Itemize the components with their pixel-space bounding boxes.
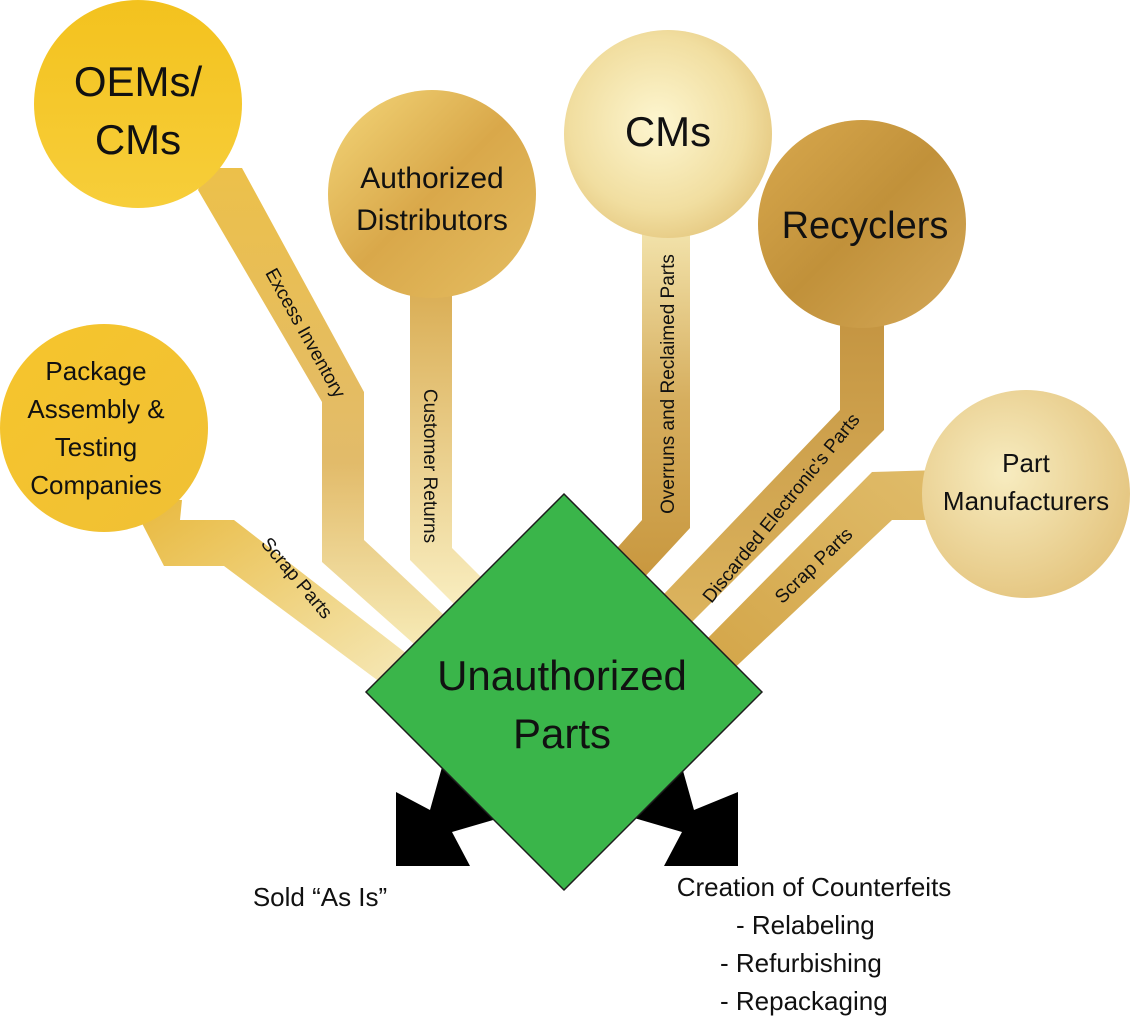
package-circle bbox=[0, 324, 208, 532]
path-authorized bbox=[410, 280, 498, 620]
package-label-line2: Assembly & bbox=[27, 394, 164, 424]
output-counterfeits-title: Creation of Counterfeits bbox=[677, 872, 952, 902]
arrow-left bbox=[396, 760, 500, 866]
path-oems bbox=[198, 168, 462, 660]
oems-label-line2: CMs bbox=[95, 116, 181, 163]
part-mfr-circle bbox=[922, 390, 1130, 598]
path-label-overruns: Overruns and Reclaimed Parts bbox=[658, 254, 679, 514]
output-item-relabeling: - Relabeling bbox=[736, 910, 875, 940]
part-mfr-label-line1: Part bbox=[1002, 448, 1050, 478]
part-mfr-label-line2: Manufacturers bbox=[943, 486, 1109, 516]
path-cms bbox=[610, 220, 690, 582]
package-label-line3: Testing bbox=[55, 432, 137, 462]
path-label-customer-returns: Customer Returns bbox=[419, 389, 440, 543]
center-label-line2: Parts bbox=[513, 710, 611, 757]
path-recyclers bbox=[664, 300, 884, 622]
path-package bbox=[130, 500, 420, 694]
output-item-repackaging: - Repackaging bbox=[720, 986, 888, 1016]
center-diamond bbox=[364, 492, 764, 892]
recyclers-circle bbox=[758, 120, 966, 328]
oems-label-line1: OEMs/ bbox=[74, 58, 203, 105]
output-item-refurbishing: - Refurbishing bbox=[720, 948, 882, 978]
oems-circle bbox=[34, 0, 242, 208]
recyclers-label: Recyclers bbox=[782, 205, 949, 247]
authorized-label-line2: Distributors bbox=[356, 204, 508, 237]
path-part-mfr bbox=[700, 470, 946, 676]
center-label-line1: Unauthorized bbox=[437, 652, 687, 699]
authorized-circle bbox=[328, 90, 536, 298]
authorized-label-line1: Authorized bbox=[360, 162, 503, 195]
package-label-line1: Package bbox=[45, 356, 146, 386]
cms-label: CMs bbox=[625, 108, 711, 155]
output-sold-as-is: Sold “As Is” bbox=[253, 882, 387, 912]
cms-circle bbox=[564, 30, 772, 238]
package-label-line4: Companies bbox=[30, 470, 162, 500]
